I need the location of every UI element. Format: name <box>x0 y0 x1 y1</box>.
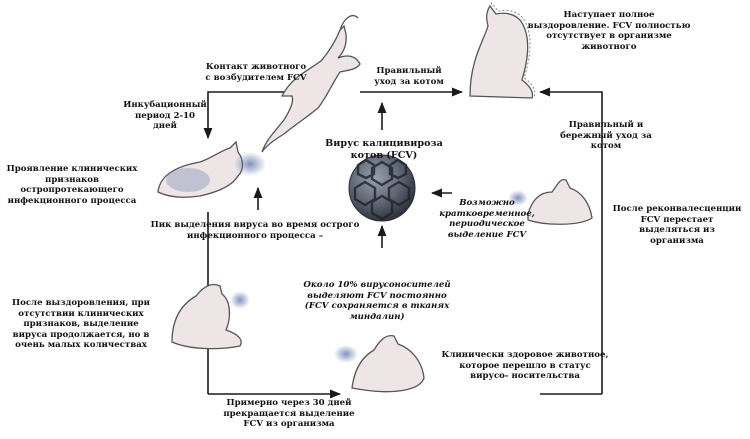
resting-cat-icon <box>508 178 593 225</box>
clinical-label: Проявление клинических признаков остропр… <box>6 164 138 206</box>
carrier-cat-icon <box>334 334 425 393</box>
carriers-label: Около 10% вирусоносителей выделяют FCV п… <box>303 280 451 322</box>
jumping-cat-icon <box>261 15 361 153</box>
recovery-label: Наступает полное выздоровление. FCV полн… <box>527 10 691 52</box>
care-right-label: Правильный и бережный уход за котом <box>560 120 652 151</box>
connector-right-up <box>538 87 603 330</box>
after-recovery-label: После выздоровления, при отсутствии клин… <box>11 298 151 350</box>
care-top-label: Правильный уход за котом <box>374 66 444 87</box>
flow-connectors <box>203 87 603 399</box>
virus-title: Вирус калицивироза котов (FCV) <box>325 138 443 161</box>
calicivirus-particle-icon <box>348 154 416 222</box>
incubation-label: Инкубационный период 2-10 дней <box>123 100 207 131</box>
contact-label: Контакт животного с возбудителем FCV <box>205 62 307 83</box>
sick-cat-icon <box>157 140 266 198</box>
peak-label: Пик выделения вируса во время острого ин… <box>150 220 360 241</box>
convalescence-label: После реконвалесценции FCV перестает выд… <box>612 204 742 246</box>
connector-incubation <box>203 91 288 140</box>
sitting-cat-icon <box>469 2 536 99</box>
possible-label: Возможно кратковременное, периодическое … <box>439 198 535 240</box>
thirty-days-label: Примерно через 30 дней прекращается выде… <box>223 398 355 429</box>
shedding-cat-icon <box>171 283 250 350</box>
healthy-carrier-label: Клинически здоровое животное, которое пе… <box>441 350 609 381</box>
